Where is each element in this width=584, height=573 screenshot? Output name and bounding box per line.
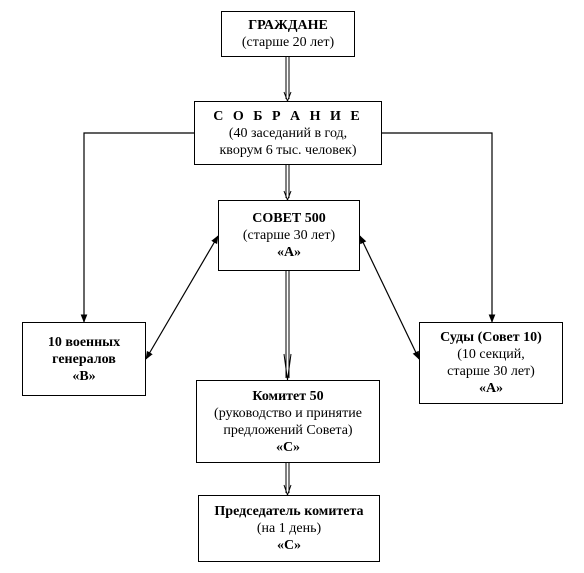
citizens-node: ГРАЖДАНЕ (старше 20 лет) <box>221 11 355 57</box>
citizens-age: (старше 20 лет) <box>241 35 335 50</box>
council-to-committee-arrowhead <box>283 353 292 381</box>
committee-to-chairman-arrowhead <box>283 484 292 497</box>
citizens-title: ГРАЖДАНЕ <box>248 18 328 33</box>
chairman-node: Председатель комитета (на 1 день) «С» <box>198 495 380 562</box>
chairman-title: Председатель комитета <box>214 504 364 519</box>
assembly-line-2: кворум 6 тыс. человек) <box>219 142 357 158</box>
council-title: СОВЕТ 500 <box>252 211 326 226</box>
courts-node: Суды (Совет 10) (10 секций, старше 30 ле… <box>419 322 563 404</box>
citizens-to-assembly-arrowhead <box>283 91 292 103</box>
courts-mark: «А» <box>478 381 504 396</box>
courts-title: Суды (Совет 10) <box>440 330 542 345</box>
assembly-node: С О Б Р А Н И Е (40 заседаний в год, кво… <box>194 101 382 165</box>
committee-mark: «С» <box>275 439 301 455</box>
chairman-mark: «С» <box>276 538 302 553</box>
committee-line-2: предложений Совета) <box>223 422 353 438</box>
generals-mark: «В» <box>72 368 96 384</box>
generals-node: 10 военных генералов «В» <box>22 322 146 396</box>
generals-title-line-2: генералов <box>52 351 116 367</box>
committee-line-1: (руководство и принятие <box>214 405 362 421</box>
assembly-to-generals-arrow <box>80 132 194 323</box>
courts-line-2: старше 30 лет) <box>447 364 535 379</box>
assembly-line-1: (40 заседаний в год, <box>228 125 348 141</box>
committee-title: Комитет 50 <box>252 388 324 404</box>
assembly-to-council-arrowhead <box>283 190 292 202</box>
generals-title-line-1: 10 военных <box>47 334 121 350</box>
council-generals-arrow <box>145 235 219 360</box>
committee-node: Комитет 50 (руководство и принятие предл… <box>196 380 380 463</box>
chairman-term: (на 1 день) <box>256 521 322 536</box>
assembly-to-courts-arrow <box>382 132 496 323</box>
courts-line-1: (10 секций, <box>457 347 525 362</box>
council-age: (старше 30 лет) <box>242 228 336 243</box>
council-courts-arrow <box>359 235 420 360</box>
council-mark: «А» <box>276 245 302 260</box>
assembly-title: С О Б Р А Н И Е <box>213 108 363 124</box>
council-node: СОВЕТ 500 (старше 30 лет) «А» <box>218 200 360 271</box>
